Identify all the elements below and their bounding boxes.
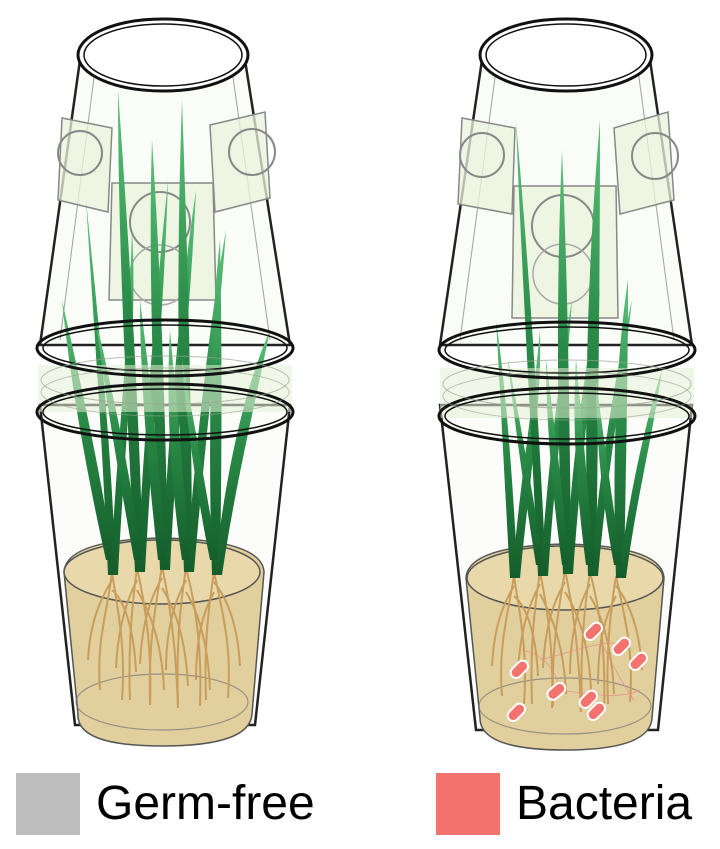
upper-cup-rim (480, 19, 652, 91)
bacteria-container (439, 19, 695, 750)
legend-swatch-germ-free (16, 773, 80, 835)
legend-item-germ-free: Germ-free (16, 772, 315, 836)
germ-free-container (37, 19, 293, 746)
legend-label-bacteria: Bacteria (516, 780, 692, 828)
legend-label-germ-free: Germ-free (96, 780, 315, 828)
diagram-canvas (0, 0, 720, 770)
upper-cup-rim (78, 19, 248, 91)
legend-swatch-bacteria (436, 773, 500, 835)
legend-item-bacteria: Bacteria (436, 772, 692, 836)
